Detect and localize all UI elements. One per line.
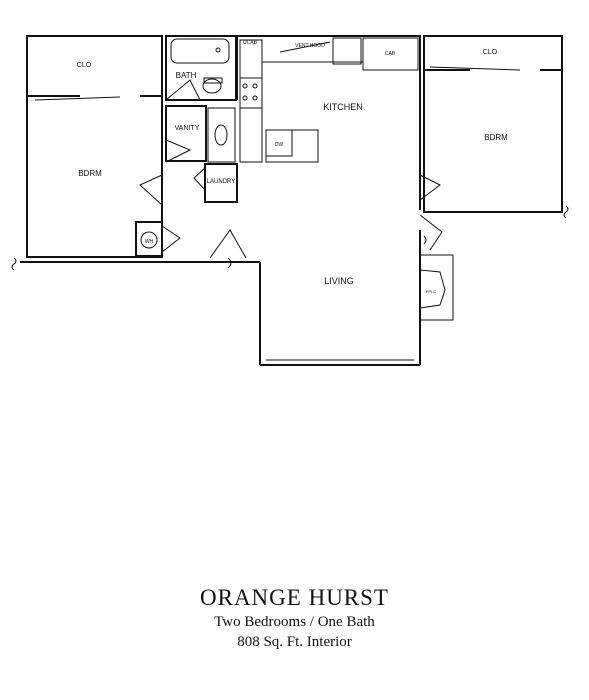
- plan-title: ORANGE HURST: [200, 585, 389, 610]
- label-dw: DW: [275, 142, 284, 148]
- label-bath: BATH: [176, 71, 197, 80]
- right-bedroom-walls: [423, 35, 569, 219]
- left-bedroom-outer-line: [11, 257, 225, 271]
- bath-walls: [165, 35, 237, 101]
- label-wh: WH: [145, 239, 154, 245]
- floor-plan: CLO BDRM BATH VANITY LAUNDRY WH UCAB VEN…: [11, 35, 569, 366]
- label-laundry: LAUNDRY: [207, 179, 236, 185]
- plan-subtitle: Two Bedrooms / One Bath: [214, 614, 375, 630]
- label-ucab: UCAB: [243, 40, 258, 46]
- label-living: LIVING: [324, 276, 354, 286]
- vanity-walls: [165, 105, 236, 163]
- label-bdrm-right: BDRM: [484, 133, 508, 142]
- water-heater-closet: [135, 221, 181, 257]
- label-clo-left: CLO: [77, 62, 92, 69]
- label-kitchen: KITCHEN: [323, 102, 363, 112]
- label-clo-right: CLO: [483, 49, 498, 56]
- label-vanity: VANITY: [175, 125, 200, 132]
- label-fireplace: FPLC: [426, 289, 436, 294]
- entry-door: [209, 229, 260, 269]
- left-bedroom-walls: [26, 35, 163, 258]
- label-bdrm-left: BDRM: [78, 169, 102, 178]
- label-vent-hood: VENT HOOD: [295, 43, 325, 49]
- label-cab: CAB: [385, 51, 396, 57]
- kitchen-living-walls: [236, 35, 443, 366]
- fireplace: [419, 254, 454, 321]
- plan-area: 808 Sq. Ft. Interior: [237, 634, 352, 650]
- laundry-walls: [193, 163, 238, 203]
